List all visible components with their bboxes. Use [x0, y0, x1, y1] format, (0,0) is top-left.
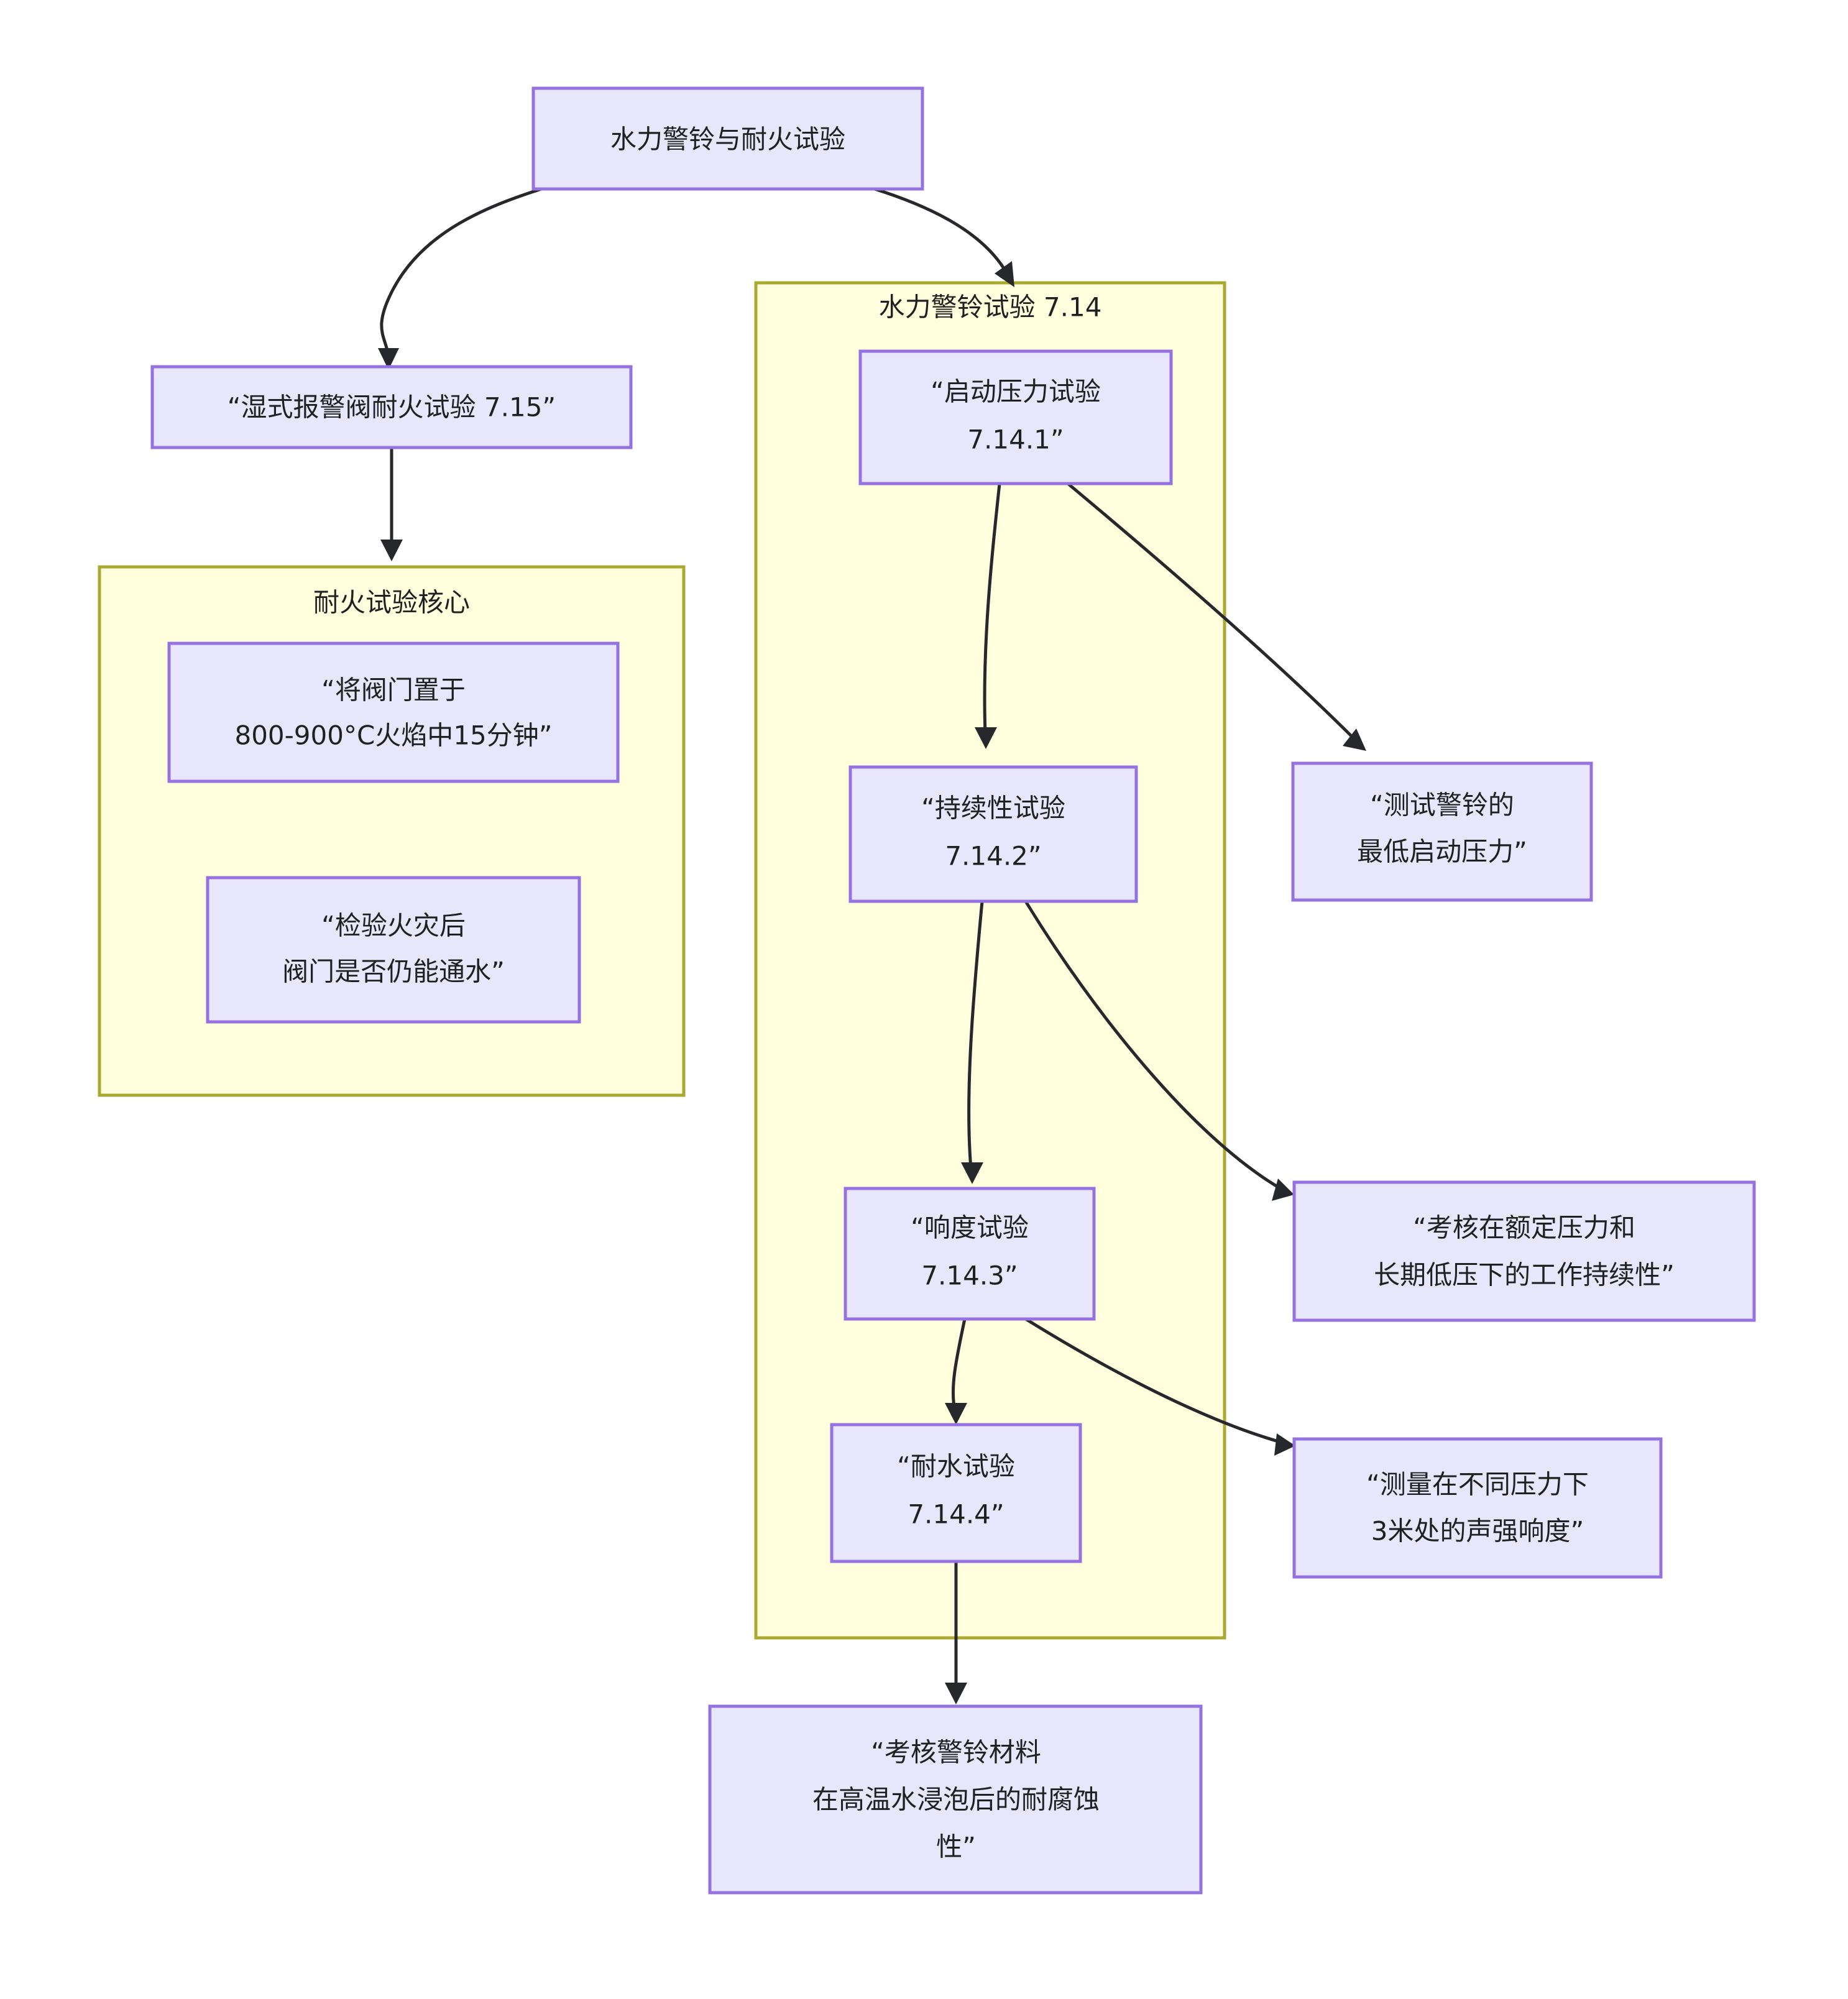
node-loudness-test-line-2: 7.14.3” [921, 1261, 1018, 1291]
node-durability-test-line-1: “持续性试验 [921, 793, 1065, 824]
node-flame-exposure-box[interactable] [167, 641, 620, 783]
node-start-pressure-test-line-2: 7.14.1” [967, 425, 1064, 455]
node-root-box[interactable] [531, 86, 924, 191]
edge-loudness-to-water-resistance [945, 1318, 967, 1425]
edge-water-resistance-to-corrosion-desc [945, 1561, 967, 1704]
node-rated-low-pressure-desc-box[interactable] [1292, 1180, 1756, 1322]
node-corrosion-resistance-desc-box[interactable] [708, 1704, 1203, 1895]
cluster-fire-core-label: 耐火试验核心 [313, 587, 470, 618]
node-post-fire-water-flow-line-2: 阀门是否仍能通水” [282, 957, 505, 987]
node-loudness-test-box[interactable] [844, 1187, 1096, 1321]
edge-durability-to-loudness [961, 901, 984, 1184]
edge-wet-alarm-valve-to-cluster-fire-core [380, 446, 403, 561]
edge-durability-to-rated-low-pressure-desc [1024, 900, 1294, 1201]
node-wet-alarm-valve-fire-test[interactable]: “湿式报警阀耐火试验 7.15” [150, 365, 633, 449]
node-start-pressure-test-box[interactable] [858, 349, 1173, 485]
node-min-start-pressure-desc-box[interactable] [1291, 761, 1593, 902]
node-sound-intensity-desc-line-2: 3米处的声强响度” [1371, 1516, 1584, 1546]
arrow-head-icon [961, 1162, 983, 1184]
node-durability-test[interactable]: “持续性试验 7.14.2” [848, 765, 1138, 903]
node-start-pressure-test[interactable]: “启动压力试验 7.14.1” [858, 349, 1173, 485]
node-durability-test-line-2: 7.14.2” [945, 841, 1041, 871]
arrow-head-icon [1274, 1433, 1295, 1456]
edge-root-to-wet-alarm-valve [378, 186, 544, 370]
node-root-line-1: 水力警铃与耐火试验 [610, 124, 845, 155]
node-loudness-test-line-1: “响度试验 [911, 1213, 1029, 1243]
node-flame-exposure[interactable]: “将阀门置于 800-900°C火焰中15分钟” [167, 641, 620, 783]
node-durability-test-box[interactable] [848, 765, 1138, 903]
arrow-head-icon [995, 261, 1014, 287]
node-rated-low-pressure-desc-line-1: “考核在额定压力和 [1413, 1213, 1635, 1243]
arrow-head-icon [380, 540, 403, 561]
node-sound-intensity-desc-line-1: “测量在不同压力下 [1366, 1469, 1589, 1500]
node-corrosion-resistance-desc-line-2: 在高温水浸泡后的耐腐蚀 [812, 1785, 1100, 1815]
arrow-head-icon [1272, 1179, 1294, 1201]
edge-loudness-to-sound-intensity-desc [1024, 1317, 1295, 1456]
node-rated-low-pressure-desc[interactable]: “考核在额定压力和 长期低压下的工作持续性” [1292, 1180, 1756, 1322]
node-min-start-pressure-desc-line-1: “测试警铃的 [1370, 790, 1514, 820]
node-min-start-pressure-desc[interactable]: “测试警铃的 最低启动压力” [1291, 761, 1593, 902]
arrow-head-icon [945, 1403, 967, 1425]
node-post-fire-water-flow-box[interactable] [206, 876, 581, 1024]
arrow-head-icon [945, 1683, 967, 1704]
edge-root-to-cluster-bell-test [872, 186, 1014, 287]
cluster-bell-test: 水力警铃试验 7.14 [754, 281, 1226, 1640]
cluster-bell-test-label: 水力警铃试验 7.14 [879, 292, 1102, 323]
node-rated-low-pressure-desc-line-2: 长期低压下的工作持续性” [1374, 1260, 1675, 1290]
node-wet-alarm-valve-fire-test-box[interactable] [150, 365, 633, 449]
cluster-bell-test-box [754, 281, 1226, 1640]
node-min-start-pressure-desc-line-2: 最低启动压力” [1357, 837, 1527, 867]
node-root[interactable]: 水力警铃与耐火试验 [531, 86, 924, 191]
node-sound-intensity-desc-box[interactable] [1292, 1437, 1663, 1579]
node-corrosion-resistance-desc-line-3: 性” [936, 1832, 976, 1862]
node-corrosion-resistance-desc-line-1: “考核警铃材料 [871, 1737, 1041, 1768]
node-loudness-test[interactable]: “响度试验 7.14.3” [844, 1187, 1096, 1321]
node-water-resistance-test-line-1: “耐水试验 [897, 1451, 1015, 1482]
edge-start-pressure-to-durability [975, 483, 1001, 749]
node-sound-intensity-desc[interactable]: “测量在不同压力下 3米处的声强响度” [1292, 1437, 1663, 1579]
node-water-resistance-test-box[interactable] [830, 1423, 1082, 1563]
node-corrosion-resistance-desc[interactable]: “考核警铃材料 在高温水浸泡后的耐腐蚀 性” [708, 1704, 1203, 1895]
node-flame-exposure-line-1: “将阀门置于 [321, 675, 466, 705]
edge-start-pressure-to-min-start-pressure-desc [1067, 482, 1366, 751]
node-flame-exposure-line-2: 800-900°C火焰中15分钟” [234, 720, 552, 751]
node-post-fire-water-flow-line-1: “检验火灾后 [321, 911, 466, 941]
arrow-head-icon [1343, 728, 1366, 751]
node-wet-alarm-valve-fire-test-line-1: “湿式报警阀耐火试验 7.15” [228, 392, 556, 423]
node-post-fire-water-flow[interactable]: “检验火灾后 阀门是否仍能通水” [206, 876, 581, 1024]
node-water-resistance-test-line-2: 7.14.4” [908, 1499, 1004, 1530]
arrow-head-icon [975, 727, 997, 749]
arrow-head-icon [378, 348, 399, 370]
node-start-pressure-test-line-1: “启动压力试验 [931, 377, 1101, 407]
node-water-resistance-test[interactable]: “耐水试验 7.14.4” [830, 1423, 1082, 1563]
